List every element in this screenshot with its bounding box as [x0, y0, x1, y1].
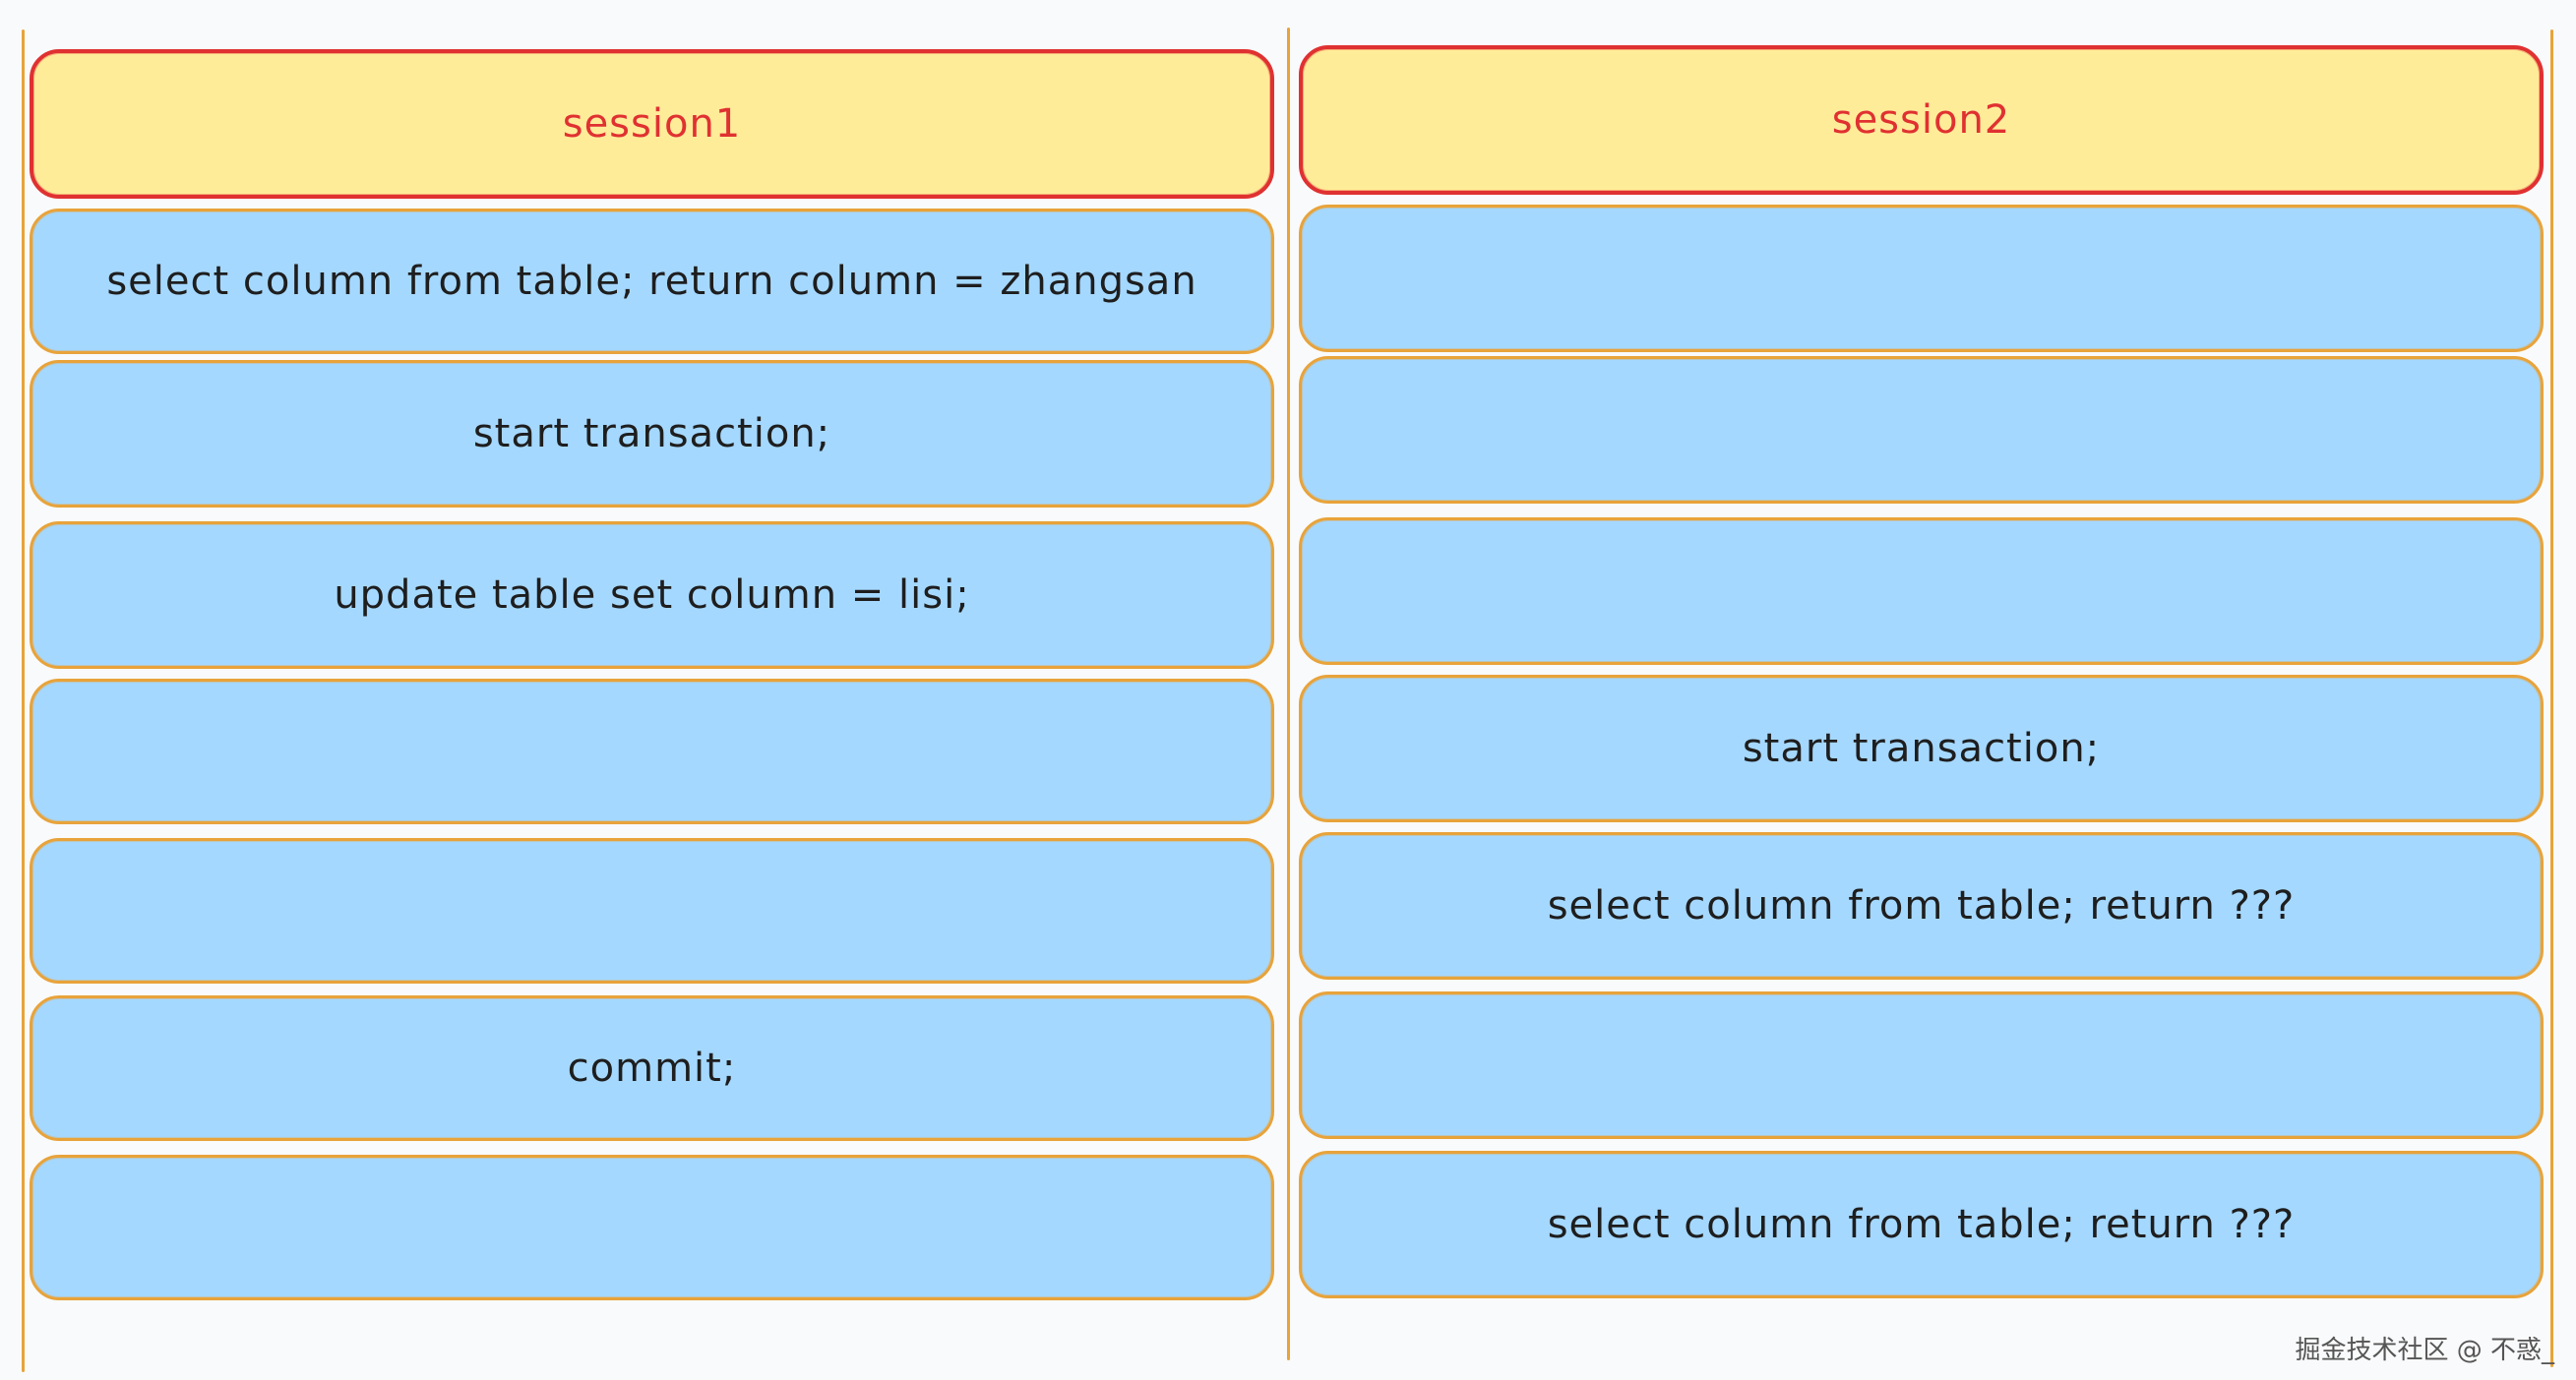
step-text: start transaction; — [1742, 726, 2101, 771]
session1-header: session1 — [30, 49, 1274, 199]
session2-step-4: start transaction; — [1299, 675, 2544, 822]
session2-step-2 — [1299, 356, 2544, 504]
session2-column: session2 start transaction; select colum… — [1299, 0, 2544, 1380]
session1-step-2: start transaction; — [30, 360, 1274, 508]
lane-line-right — [2550, 30, 2553, 1367]
step-text: commit; — [567, 1046, 737, 1091]
session1-title: session1 — [562, 101, 742, 147]
step-text: select column from table; return ??? — [1547, 883, 2296, 929]
watermark: 掘金技术社区 @ 不惑_ — [2295, 1336, 2554, 1365]
step-text: start transaction; — [472, 411, 831, 456]
session2-header: session2 — [1299, 45, 2544, 195]
session1-step-7 — [30, 1155, 1274, 1300]
session1-step-1: select column from table; return column … — [30, 209, 1274, 354]
step-text: select column from table; return ??? — [1547, 1202, 2296, 1247]
session2-step-6 — [1299, 991, 2544, 1139]
session1-step-3: update table set column = lisi; — [30, 521, 1274, 669]
session2-title: session2 — [1831, 97, 2011, 143]
step-text: select column from table; return column … — [106, 259, 1197, 304]
step-text: update table set column = lisi; — [334, 572, 970, 618]
lane-line-left — [22, 30, 25, 1372]
session1-step-6: commit; — [30, 995, 1274, 1141]
session2-step-7: select column from table; return ??? — [1299, 1151, 2544, 1298]
lane-line-middle — [1287, 28, 1290, 1360]
session1-column: session1 select column from table; retur… — [30, 0, 1274, 1380]
session1-step-5 — [30, 838, 1274, 984]
session2-step-1 — [1299, 205, 2544, 352]
session2-step-3 — [1299, 517, 2544, 665]
session2-step-5: select column from table; return ??? — [1299, 832, 2544, 980]
session1-step-4 — [30, 679, 1274, 824]
